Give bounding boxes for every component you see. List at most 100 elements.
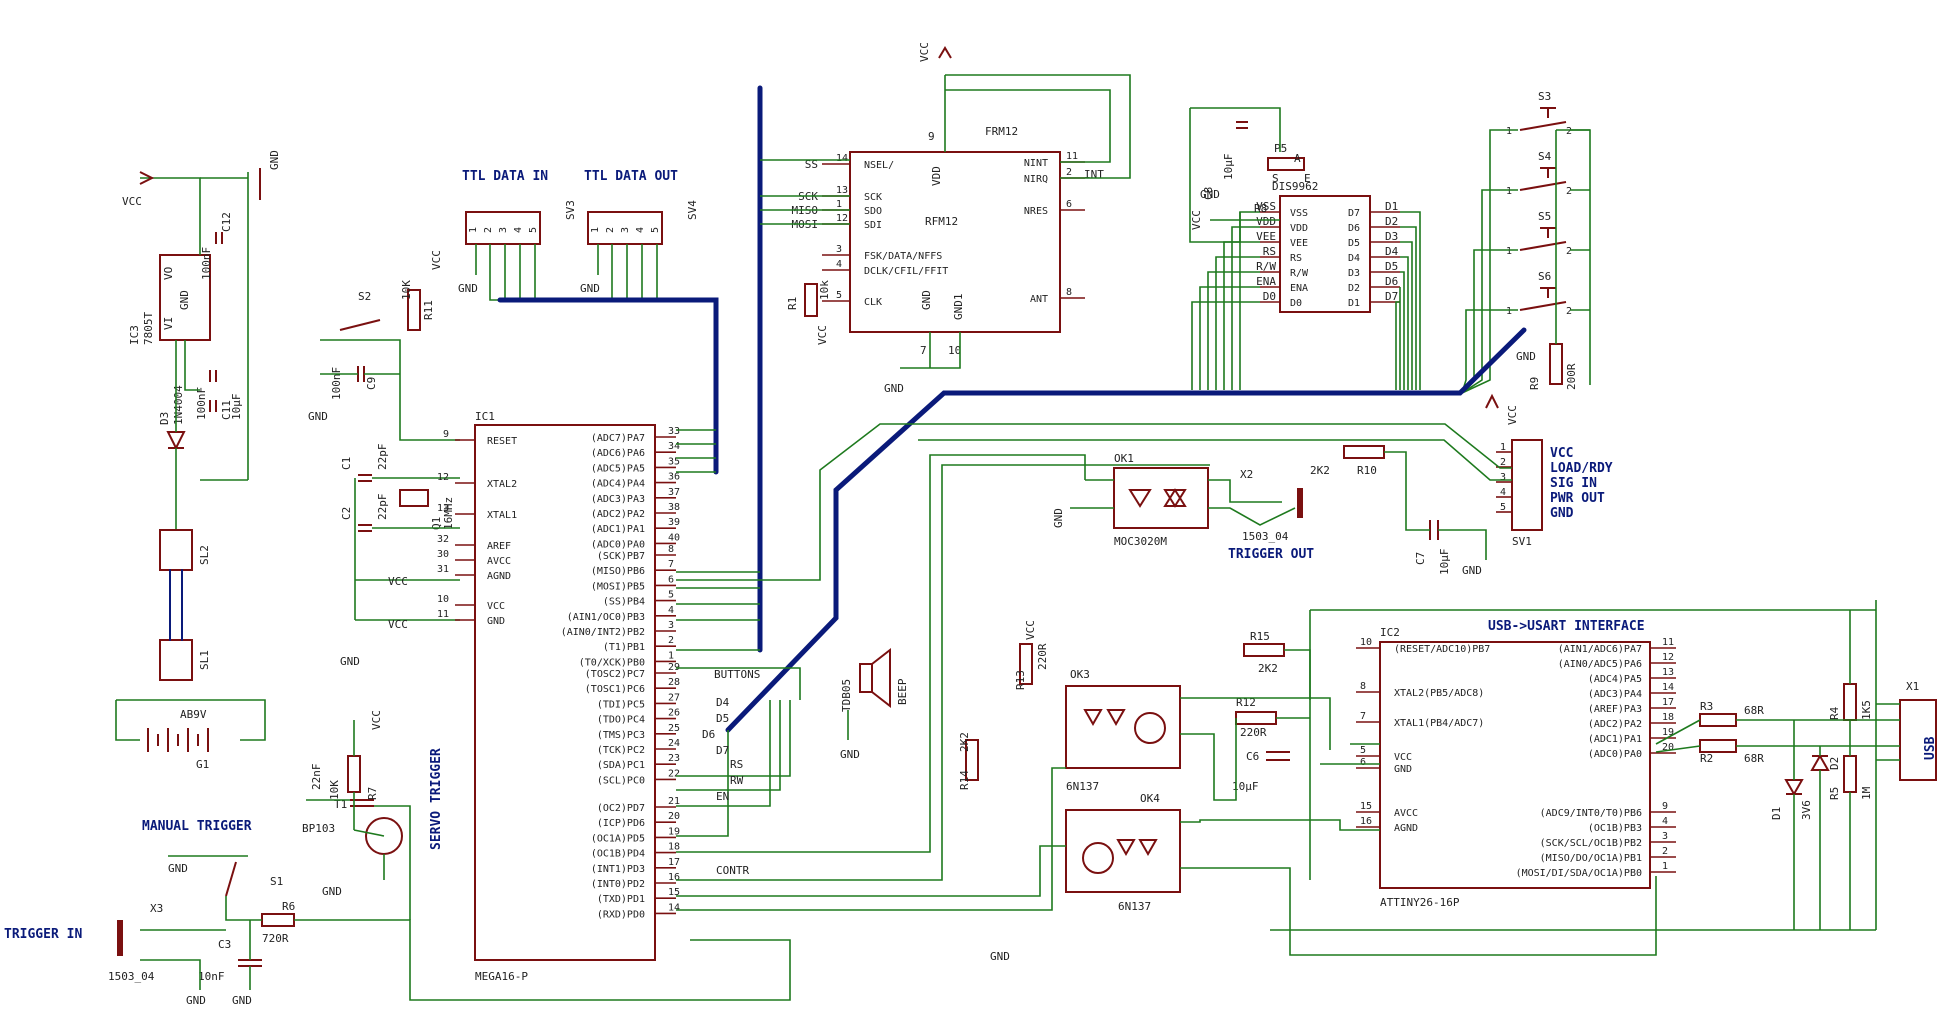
svg-text:VCC: VCC xyxy=(1190,210,1203,230)
svg-text:E: E xyxy=(1304,172,1311,185)
ic2-pin-name: (ADC2)PA2 xyxy=(1588,719,1642,730)
sl1-connector xyxy=(159,639,193,681)
ic1-pin-num: 25 xyxy=(668,723,680,734)
vcc-arrow-icon xyxy=(938,46,952,59)
ic1-pin-num: 30 xyxy=(437,549,449,560)
ic2-pin-num: 17 xyxy=(1662,697,1674,708)
svg-text:R9: R9 xyxy=(1528,377,1541,390)
vcc-arrow-icon xyxy=(139,171,155,185)
svg-text:OK3: OK3 xyxy=(1070,668,1090,681)
svg-text:Q1: Q1 xyxy=(430,517,443,530)
r6-resistor xyxy=(261,913,295,927)
contr-net-label: CONTR xyxy=(716,864,749,877)
ic1-pin-name: (INT1)PD3 xyxy=(591,864,645,875)
svg-text:200R: 200R xyxy=(1565,363,1578,390)
svg-text:VCC: VCC xyxy=(816,325,829,345)
svg-text:GND: GND xyxy=(1516,350,1536,363)
svg-text:G1: G1 xyxy=(196,758,209,771)
svg-text:R13: R13 xyxy=(1014,670,1027,690)
s3-ref: S3 xyxy=(1538,90,1551,103)
svg-text:GND: GND xyxy=(990,950,1010,963)
s2-switch[interactable] xyxy=(339,319,381,331)
ic2-pin-num: 9 xyxy=(1662,801,1668,812)
r10-resistor xyxy=(1343,445,1385,459)
ic1-pin-num: 39 xyxy=(668,517,680,528)
sv-pin-num: 1 xyxy=(468,227,479,233)
rfm12-pin-name: SCK xyxy=(864,192,882,203)
svg-text:C1: C1 xyxy=(340,457,353,470)
sv1-pin-num: 3 xyxy=(1500,472,1506,483)
ok-resistors: R13 220R VCC R14 2K2 GND R15 2K2 R12 220… xyxy=(958,620,1290,963)
s4-switch[interactable] xyxy=(1519,181,1567,191)
lcd-pin-label: D5 xyxy=(1385,260,1398,273)
s6-switch[interactable] xyxy=(1519,301,1567,311)
ic1-pin-name: (ADC4)PA4 xyxy=(591,479,645,490)
sv1-label: PWR OUT xyxy=(1550,491,1605,506)
r8-pot[interactable] xyxy=(1267,157,1305,171)
r15-resistor xyxy=(1243,643,1285,657)
ic2-pin-num: 19 xyxy=(1662,727,1674,738)
ic1-pin-num: 15 xyxy=(668,887,680,898)
ic1-pin-name: (SS)PB4 xyxy=(603,597,645,608)
svg-text:GND: GND xyxy=(232,994,252,1007)
svg-text:16MHz: 16MHz xyxy=(442,497,455,530)
sv-pin-num: 3 xyxy=(620,227,631,233)
svg-text:USB: USB xyxy=(1923,736,1938,760)
ic1-pin-num: 9 xyxy=(443,429,449,440)
ic1-pin-num: 31 xyxy=(437,564,449,575)
ic2-pin-name: AGND xyxy=(1394,823,1418,834)
lcd-inner-label: D7 xyxy=(1348,208,1360,219)
lcd-pin-label: D2 xyxy=(1385,215,1398,228)
svg-text:TDB05: TDB05 xyxy=(840,679,853,712)
beeper: TDB05 BEEP GND xyxy=(840,647,909,761)
sv1-body xyxy=(1511,439,1543,531)
ic2-pin-num: 1 xyxy=(1662,861,1668,872)
ic2-pin-name: (MOSI/DI/SDA/OC1A)PB0 xyxy=(1516,868,1642,879)
ic1-pin-num: 34 xyxy=(668,441,680,452)
svg-text:X3: X3 xyxy=(150,902,163,915)
rfm12-pin-name: NRES xyxy=(1024,206,1048,217)
ic2-pin-num: 15 xyxy=(1360,801,1372,812)
ic1-left-pins: 9RESET12XTAL213XTAL132AREF30AVCC31AGND10… xyxy=(437,429,517,627)
ic1-pin-name: (SCL)PC0 xyxy=(597,775,645,786)
r14-resistor xyxy=(965,739,979,781)
svg-text:X1: X1 xyxy=(1906,680,1919,693)
svg-text:AB9V: AB9V xyxy=(180,708,207,721)
ic1-pin-name: (T1)PB1 xyxy=(603,642,645,653)
rfm12-pin-num: 3 xyxy=(836,244,842,255)
lcd-inner-label: VSS xyxy=(1290,208,1308,219)
svg-text:VCC: VCC xyxy=(370,710,383,730)
ic1-pin-name: VCC xyxy=(487,601,505,612)
svg-text:R5: R5 xyxy=(1828,787,1841,800)
ic1-pin-name: (ADC7)PA7 xyxy=(591,433,645,444)
lcd-bus xyxy=(725,327,1527,733)
svg-text:6N137: 6N137 xyxy=(1066,780,1099,793)
ic1-pin-num: 36 xyxy=(668,472,680,483)
switch-pin-num: 2 xyxy=(1566,126,1572,137)
switch-pin-num: 2 xyxy=(1566,186,1572,197)
r5-resistor xyxy=(1843,755,1857,793)
svg-text:R10: R10 xyxy=(1357,464,1377,477)
svg-text:T1: T1 xyxy=(334,798,347,811)
ic2-pin-name: (ADC3)PA4 xyxy=(1588,689,1642,700)
ic1-pin-num: 6 xyxy=(668,574,674,585)
c7-capacitor xyxy=(1429,520,1439,540)
svg-text:GND: GND xyxy=(308,410,328,423)
c12-capacitor xyxy=(215,232,223,244)
switch-pin-num: 1 xyxy=(1506,126,1512,137)
s3-switch[interactable] xyxy=(1519,121,1567,131)
svg-text:10µF: 10µF xyxy=(1438,549,1451,576)
s5-switch[interactable] xyxy=(1519,241,1567,251)
s1-switch[interactable] xyxy=(225,861,237,897)
svg-text:10k: 10k xyxy=(818,280,831,300)
lcd-inner-label: VEE xyxy=(1290,238,1308,249)
rfm12-pin-name: FSK/DATA/NFFS xyxy=(864,251,942,262)
svg-text:1503_04: 1503_04 xyxy=(108,970,155,983)
ic2-pin-name: (OC1B)PB3 xyxy=(1588,823,1642,834)
svg-text:VCC: VCC xyxy=(388,618,408,631)
ic1-pin-name: AREF xyxy=(487,541,511,552)
ic1-pin-name: (ADC2)PA2 xyxy=(591,509,645,520)
c3-capacitor xyxy=(238,959,262,967)
svg-text:GND: GND xyxy=(920,290,933,310)
lcd-pin-label: D1 xyxy=(1385,200,1398,213)
